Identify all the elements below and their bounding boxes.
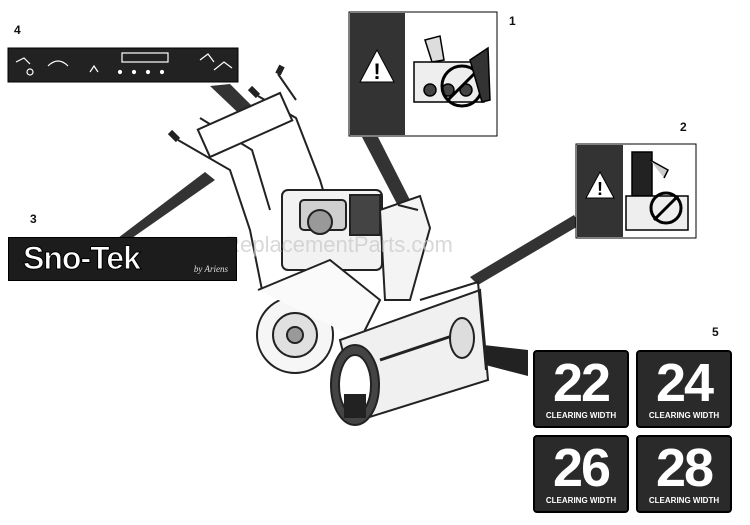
clearing-width-decal-24: 24 CLEARING WIDTH <box>636 350 732 428</box>
decal-4-control-panel <box>7 47 239 83</box>
clearing-width-number: 22 <box>552 353 611 413</box>
callout-3: 3 <box>30 212 37 226</box>
brand-sub: by Ariens <box>193 264 228 274</box>
decal-3-brand: Sno-Tek by Ariens <box>8 237 237 281</box>
leader-line-2 <box>470 215 580 285</box>
clearing-width-decal-26: 26 CLEARING WIDTH <box>533 435 629 513</box>
svg-text:!: ! <box>373 59 380 84</box>
brand-name: Sno-Tek <box>23 240 142 277</box>
snow-blower-illustration <box>167 64 490 426</box>
svg-text:!: ! <box>597 179 603 199</box>
clearing-width-label: CLEARING WIDTH <box>545 496 617 505</box>
callout-4: 4 <box>14 23 21 37</box>
leader-line-3 <box>118 172 215 238</box>
clearing-width-number: 26 <box>552 438 611 498</box>
clearing-width-label: CLEARING WIDTH <box>648 411 720 420</box>
clearing-width-decal-28: 28 CLEARING WIDTH <box>636 435 732 513</box>
clearing-width-number: 28 <box>655 438 714 498</box>
callout-2: 2 <box>680 120 687 134</box>
decal-1-chute-warning: ! <box>348 11 498 137</box>
warning-triangle-icon <box>585 170 615 199</box>
clearing-width-decal-22: 22 CLEARING WIDTH <box>533 350 629 428</box>
clearing-width-number: 24 <box>655 353 714 413</box>
callout-5: 5 <box>712 325 719 339</box>
clearing-width-label: CLEARING WIDTH <box>545 411 617 420</box>
callout-1: 1 <box>509 14 516 28</box>
no-hands-in-auger-icon <box>625 151 689 231</box>
no-hands-in-chute-icon <box>413 35 491 108</box>
watermark: eReplacementParts.com <box>212 232 453 257</box>
leader-line-1 <box>362 137 410 206</box>
decal-2-auger-warning: ! <box>575 143 697 239</box>
warning-triangle-icon <box>359 48 395 83</box>
clearing-width-label: CLEARING WIDTH <box>648 496 720 505</box>
